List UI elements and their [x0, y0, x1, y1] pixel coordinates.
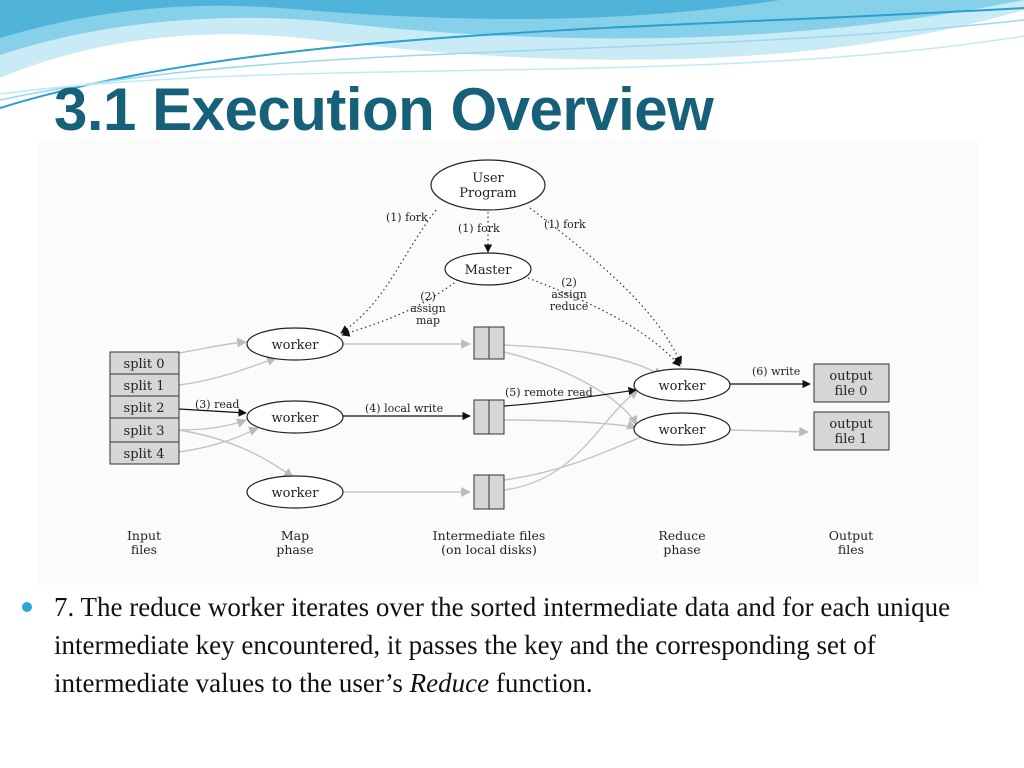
- svg-text:output: output: [829, 417, 873, 432]
- col-reduce-line1: Reduce: [658, 528, 705, 543]
- svg-text:map: map: [416, 314, 440, 327]
- output-file-1: output file 1: [813, 411, 890, 451]
- fork-label-center: (1) fork: [458, 222, 500, 235]
- assign-reduce-edge: [527, 277, 681, 367]
- write-label: (6) write: [752, 365, 800, 378]
- split-1: split 1: [124, 379, 165, 394]
- diagram-canvas: User Program Master (1) fork (1) fork (1…: [109, 159, 890, 557]
- map-worker-3-label: worker: [272, 486, 320, 501]
- intermediate-file-1: [473, 326, 505, 360]
- svg-text:assign: assign: [551, 288, 587, 301]
- column-labels: Input files Map phase Intermediate files…: [127, 528, 873, 557]
- data-flow-edges: [178, 337, 809, 497]
- map-worker-2: worker: [246, 400, 344, 434]
- fork-label-right: (1) fork: [544, 218, 586, 231]
- svg-text:(2): (2): [561, 276, 577, 289]
- split-2: split 2: [124, 401, 165, 416]
- assign-map-label: (2) assign map: [410, 290, 446, 327]
- col-intermediate-line1: Intermediate files: [433, 528, 546, 543]
- intermediate-file-2: [473, 399, 505, 435]
- col-output-line2: files: [838, 542, 864, 557]
- split-3: split 3: [124, 424, 165, 439]
- remote-read-arrow: [503, 386, 637, 407]
- header-wave-decoration: [0, 0, 1024, 109]
- bullet-text-before: 7. The reduce worker iterates over the s…: [54, 592, 951, 698]
- input-splits: split 0 split 1 split 2 split 3 split 4: [109, 351, 180, 465]
- user-program-node: User Program: [430, 159, 546, 211]
- user-program-label-line1: User: [472, 171, 504, 186]
- split-4: split 4: [124, 447, 165, 462]
- reduce-worker-2: worker: [633, 412, 731, 446]
- assign-reduce-label: (2) assign reduce: [550, 276, 589, 313]
- map-worker-1-label: worker: [272, 338, 320, 353]
- svg-text:file 0: file 0: [835, 384, 868, 399]
- map-worker-2-label: worker: [272, 411, 320, 426]
- col-reduce-line2: phase: [663, 542, 700, 557]
- col-intermediate-line2: (on local disks): [441, 542, 537, 557]
- svg-text:assign: assign: [410, 302, 446, 315]
- fork-label-left: (1) fork: [386, 211, 428, 224]
- map-worker-3: worker: [246, 475, 344, 509]
- user-program-label-line2: Program: [459, 186, 516, 201]
- svg-text:(2): (2): [420, 290, 436, 303]
- svg-text:output: output: [829, 369, 873, 384]
- local-write-label: (4) local write: [365, 402, 443, 415]
- bullet-text: 7. The reduce worker iterates over the s…: [54, 588, 994, 702]
- col-input-line2: files: [131, 542, 157, 557]
- output-file-0: output file 0: [813, 363, 890, 403]
- master-label: Master: [465, 263, 513, 278]
- reduce-worker-1-label: worker: [659, 379, 707, 394]
- slide-title: 3.1 Execution Overview: [54, 76, 714, 143]
- intermediate-file-3: [473, 474, 505, 510]
- mapreduce-execution-diagram: User Program Master (1) fork (1) fork (1…: [38, 140, 978, 585]
- bullet-text-after: function.: [489, 668, 593, 698]
- remote-read-label: (5) remote read: [505, 386, 593, 399]
- assign-map-edge: [341, 279, 459, 337]
- read-arrow: [178, 408, 247, 417]
- bullet-emphasis: Reduce: [409, 668, 490, 698]
- master-node: Master: [444, 252, 532, 286]
- reduce-worker-2-label: worker: [659, 423, 707, 438]
- col-output-line1: Output: [829, 528, 873, 543]
- col-input-line1: Input: [127, 528, 161, 543]
- read-label: (3) read: [195, 398, 239, 411]
- col-map-line1: Map: [281, 528, 309, 543]
- bullet-dot-icon: [22, 602, 32, 612]
- map-worker-1: worker: [246, 327, 344, 361]
- reduce-worker-1: worker: [633, 368, 731, 402]
- svg-text:file 1: file 1: [835, 432, 868, 447]
- svg-text:reduce: reduce: [550, 300, 589, 313]
- split-0: split 0: [124, 357, 165, 372]
- fork-edge-to-reduce-worker: [529, 207, 682, 365]
- col-map-line2: phase: [276, 542, 313, 557]
